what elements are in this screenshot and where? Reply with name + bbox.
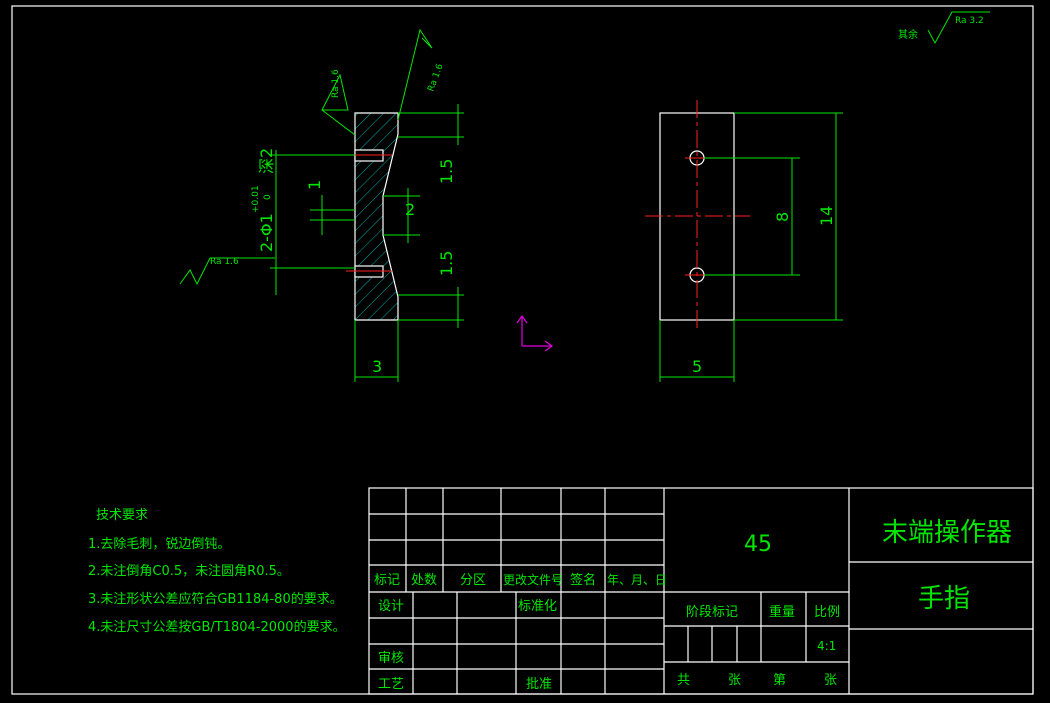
label-process: 工艺	[378, 677, 404, 692]
tech-req-item: 1.去除毛刺，锐边倒钝。	[88, 537, 230, 552]
dim-tol-upper: +0.01	[251, 185, 261, 213]
rev-header: 处数	[411, 573, 437, 588]
rev-header: 年、月、日	[607, 573, 667, 587]
dim-height-14: 14	[817, 206, 836, 226]
label-stage: 阶段标记	[686, 605, 738, 620]
section-view	[179, 28, 464, 382]
label-num: 第	[773, 673, 786, 688]
dim-width-3: 3	[372, 357, 382, 376]
title-block	[368, 487, 1034, 695]
material: 45	[744, 532, 772, 557]
dim-tol-lower: 0	[263, 194, 273, 200]
dim-depth: 深2	[257, 148, 276, 174]
part-title: 末端操作器	[882, 518, 1012, 548]
label-sheet2: 张	[824, 673, 837, 688]
front-view	[645, 100, 843, 382]
surface-note	[927, 11, 990, 45]
label-review: 审核	[378, 651, 404, 666]
label-scale: 比例	[814, 605, 840, 620]
part-name: 手指	[918, 584, 970, 614]
tech-req-item: 4.未注尺寸公差按GB/T1804-2000的要求。	[88, 619, 346, 635]
section-hatch	[354, 112, 399, 321]
rev-header: 标记	[374, 573, 400, 588]
tech-req-title: 技术要求	[96, 508, 148, 523]
roughness-left: Ra 1.6	[210, 257, 239, 267]
label-standard: 标准化	[518, 599, 557, 614]
label-design: 设计	[378, 599, 404, 614]
rev-header: 分区	[460, 573, 486, 588]
dim-hole-text: 2-Φ1	[257, 213, 276, 252]
rev-header: 更改文件号	[503, 572, 563, 587]
dim-width-5: 5	[692, 357, 702, 376]
drawing-border	[11, 5, 1034, 695]
surface-note-label: 其余	[898, 28, 918, 41]
roughness-top-left: Ra 1.6	[331, 69, 341, 98]
dim-spacing-8: 8	[773, 212, 792, 222]
dim-2: 2	[405, 200, 415, 219]
dim-top: 1.5	[437, 159, 456, 184]
ucs-axis-icon	[516, 314, 554, 352]
roughness-top-right: Ra 1.6	[426, 62, 445, 93]
label-sheet: 张	[728, 673, 741, 688]
rev-header: 签名	[570, 572, 596, 588]
scale-value: 4:1	[817, 639, 836, 653]
dim-1: 1	[305, 180, 324, 190]
label-total: 共	[677, 673, 690, 688]
surface-note-roughness: Ra 3.2	[955, 16, 984, 26]
dim-bottom: 1.5	[437, 251, 456, 276]
tech-req-item: 3.未注形状公差应符合GB1184-80的要求。	[88, 591, 343, 607]
label-approve: 批准	[526, 677, 552, 692]
label-weight: 重量	[769, 604, 795, 620]
tech-req-item: 2.未注倒角C0.5，未注圆角R0.5。	[88, 564, 290, 579]
